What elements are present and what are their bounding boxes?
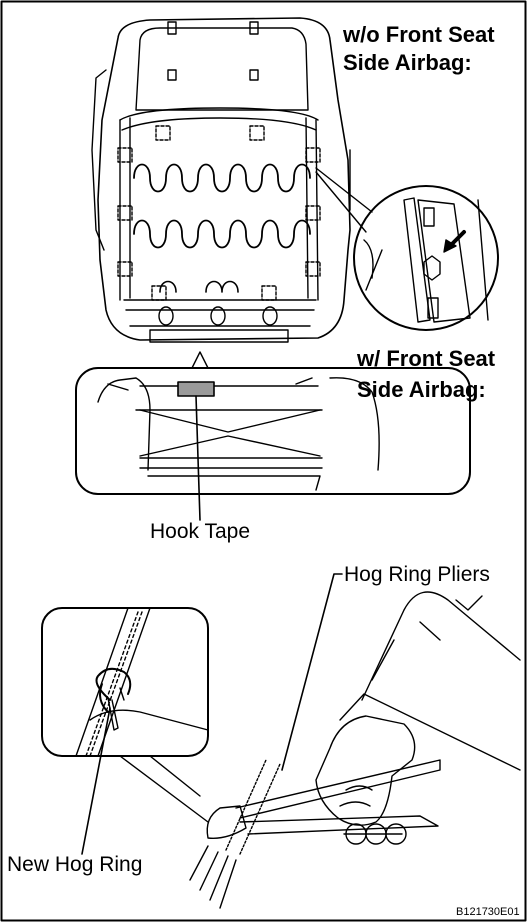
hog-ring-pliers-drawing xyxy=(189,573,521,909)
hook-tape-patch xyxy=(177,381,215,397)
hog-ring-pliers-label: Hog Ring Pliers xyxy=(344,563,490,586)
hook-tape-label: Hook Tape xyxy=(150,520,251,543)
side-airbag-detail-circle xyxy=(315,167,499,331)
hog-ring-detail-inset xyxy=(41,607,209,855)
w-airbag-label-line2: Side Airbag: xyxy=(357,377,486,402)
seat-frame-drawing xyxy=(91,17,351,343)
wo-airbag-label-line1: w/o Front Seat xyxy=(343,22,495,47)
hook-tape-detail xyxy=(75,351,471,521)
new-hog-ring-label: New Hog Ring xyxy=(7,853,143,876)
w-airbag-label-line1: w/ Front Seat xyxy=(357,346,496,371)
figure-code: B121730E01 xyxy=(456,906,520,918)
wo-airbag-label-line2: Side Airbag: xyxy=(343,50,472,75)
